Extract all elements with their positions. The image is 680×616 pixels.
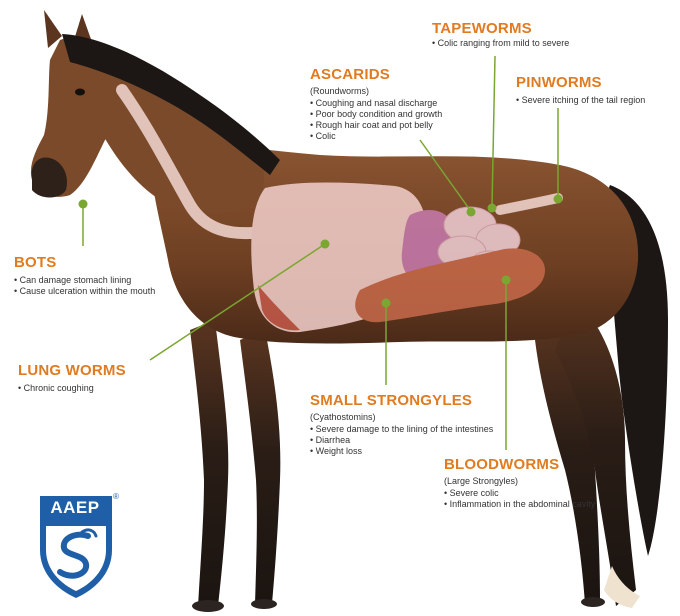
symptom-list: Severe damage to the lining of the intes…	[310, 424, 493, 457]
parasite-title: LUNG WORMS	[18, 362, 126, 379]
parasite-title: SMALL STRONGYLES	[310, 392, 493, 409]
symptom-list: Chronic coughing	[18, 383, 126, 394]
horse-hoof	[581, 597, 605, 607]
symptom-item: Severe damage to the lining of the intes…	[310, 424, 493, 435]
dot-bots	[79, 200, 88, 209]
symptom-list: Severe itching of the tail region	[516, 95, 645, 106]
symptom-item: Severe colic	[444, 488, 595, 499]
symptom-item: Can damage stomach lining	[14, 275, 155, 286]
dot-ascarids	[467, 208, 476, 217]
symptom-item: Colic	[310, 131, 442, 142]
symptom-item: Diarrhea	[310, 435, 493, 446]
symptom-item: Cause ulceration within the mouth	[14, 286, 155, 297]
label-pinworms: PINWORMS Severe itching of the tail regi…	[516, 74, 645, 106]
label-bloodworms: BLOODWORMS (Large Strongyles) Severe col…	[444, 456, 595, 510]
symptom-item: Inflammation in the abdominal cavity	[444, 499, 595, 510]
label-lungworms: LUNG WORMS Chronic coughing	[18, 362, 126, 394]
symptom-item: Poor body condition and growth	[310, 109, 442, 120]
symptom-item: Chronic coughing	[18, 383, 126, 394]
parasite-title: TAPEWORMS	[432, 20, 569, 37]
parasite-title: ASCARIDS	[310, 66, 442, 83]
dot-smallstrongyles	[382, 299, 391, 308]
parasite-title: BOTS	[14, 254, 155, 271]
dot-tapeworms	[488, 204, 497, 213]
horse-hoof	[251, 599, 277, 609]
aaep-logo: AAEP ®	[36, 492, 126, 600]
dot-pinworms	[554, 195, 563, 204]
symptom-list: Can damage stomach lining Cause ulcerati…	[14, 275, 155, 297]
label-ascarids: ASCARIDS (Roundworms) Coughing and nasal…	[310, 66, 442, 142]
label-smallstrongyles: SMALL STRONGYLES (Cyathostomins) Severe …	[310, 392, 493, 457]
parasite-alias: (Large Strongyles)	[444, 476, 595, 487]
symptom-list: Coughing and nasal discharge Poor body c…	[310, 98, 442, 142]
parasite-alias: (Cyathostomins)	[310, 412, 493, 423]
symptom-list: Colic ranging from mild to severe	[432, 38, 569, 49]
registered-mark: ®	[113, 492, 119, 501]
horse-eye	[75, 89, 85, 96]
logo-wordmark: AAEP	[42, 498, 108, 518]
symptom-item: Rough hair coat and pot belly	[310, 120, 442, 131]
symptom-item: Coughing and nasal discharge	[310, 98, 442, 109]
horse-hoof	[192, 600, 224, 612]
label-tapeworms: TAPEWORMS Colic ranging from mild to sev…	[432, 20, 569, 49]
horse-front-leg-far	[240, 330, 280, 606]
symptom-item: Severe itching of the tail region	[516, 95, 645, 106]
horse-front-leg-near	[190, 320, 228, 608]
parasite-title: PINWORMS	[516, 74, 645, 91]
dot-bloodworms	[502, 276, 511, 285]
dot-lungworms	[321, 240, 330, 249]
parasite-title: BLOODWORMS	[444, 456, 595, 473]
symptom-list: Severe colic Inflammation in the abdomin…	[444, 488, 595, 510]
symptom-item: Colic ranging from mild to severe	[432, 38, 569, 49]
label-bots: BOTS Can damage stomach lining Cause ulc…	[14, 254, 155, 297]
parasite-alias: (Roundworms)	[310, 86, 442, 97]
